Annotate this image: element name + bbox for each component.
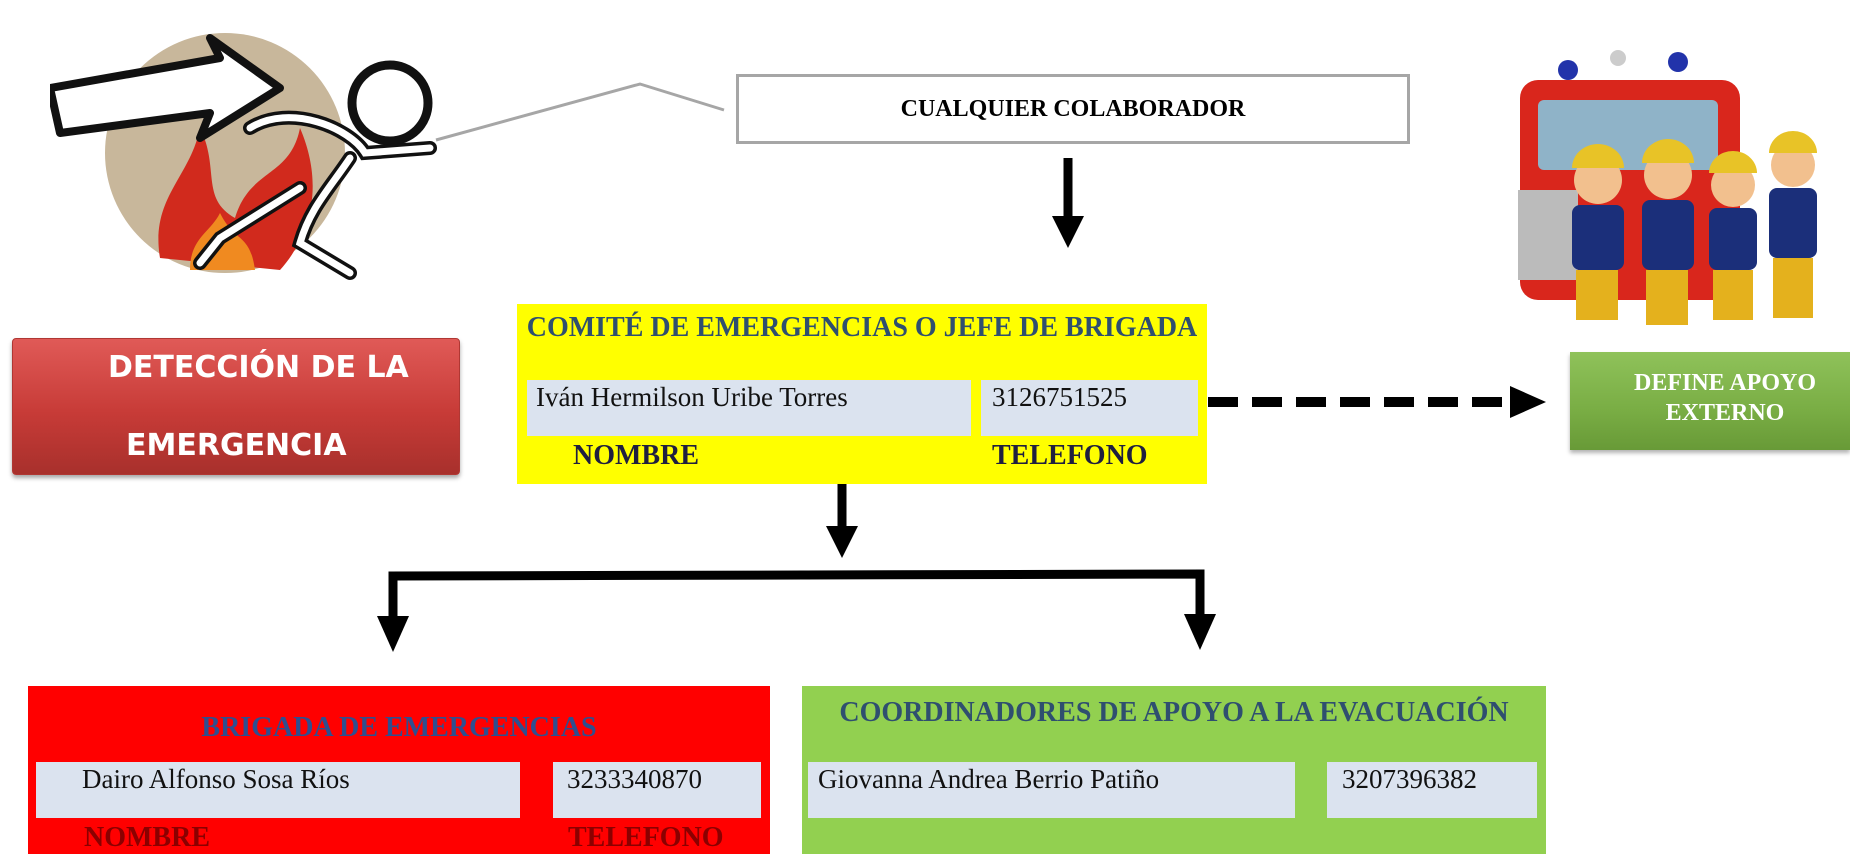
comite-phone-cell xyxy=(981,380,1198,436)
comite-phone: 3126751525 xyxy=(992,382,1127,412)
detection-line1: DETECCIÓN DE LA xyxy=(108,350,409,385)
brigada-phone-cell xyxy=(553,762,761,818)
arrowhead-1 xyxy=(1052,216,1084,248)
brigada-phone: 3233340870 xyxy=(567,764,702,794)
comite-name: Iván Hermilson Uribe Torres xyxy=(536,382,848,412)
brigada-phone-label: TELEFONO xyxy=(568,822,724,853)
comite-phone-label: TELEFONO xyxy=(992,440,1148,471)
brigada-name-label: NOMBRE xyxy=(84,822,210,853)
brigada-name: Dairo Alfonso Sosa Ríos xyxy=(82,764,350,794)
callout-line xyxy=(435,82,725,142)
brigada-name-cell xyxy=(36,762,520,818)
coordinadores-phone-cell xyxy=(1327,762,1537,818)
collaborator-box: CUALQUIER COLABORADOR xyxy=(736,74,1410,144)
collaborator-label: CUALQUIER COLABORADOR xyxy=(900,95,1246,122)
apoyo-externo-label: DEFINE APOYO EXTERNO xyxy=(1633,370,1816,426)
dashed-arrowhead xyxy=(1510,386,1546,418)
coordinadores-phone: 3207396382 xyxy=(1342,764,1477,794)
detection-line2: EMERGENCIA xyxy=(126,428,347,463)
arrowhead-left xyxy=(377,616,409,652)
split-bracket xyxy=(388,569,1205,620)
coordinadores-title: COORDINADORES DE APOYO A LA EVACUACIÓN xyxy=(839,697,1509,728)
coordinadores-name-cell xyxy=(808,762,1295,818)
firefighters-fire-truck-illustration xyxy=(1518,50,1817,325)
detection-box xyxy=(12,338,460,475)
comite-name-label: NOMBRE xyxy=(573,440,699,471)
coordinadores-name: Giovanna Andrea Berrio Patiño xyxy=(818,764,1160,794)
fire-escape-icon xyxy=(50,33,437,280)
comite-name-cell xyxy=(527,380,971,436)
arrowhead-2 xyxy=(826,526,858,558)
arrowhead-right xyxy=(1184,614,1216,650)
brigada-title: BRIGADA DE EMERGENCIAS xyxy=(201,712,597,743)
apoyo-externo-box xyxy=(1570,352,1850,450)
comite-title: COMITÉ DE EMERGENCIAS O JEFE DE BRIGADA xyxy=(526,312,1198,343)
